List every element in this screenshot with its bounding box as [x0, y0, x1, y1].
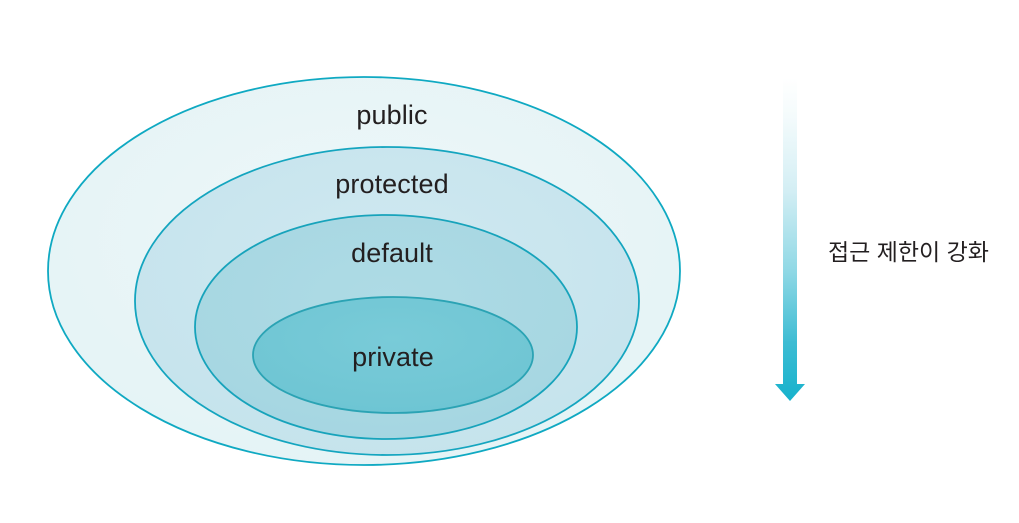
ellipse-label-private: private [352, 342, 434, 372]
ellipse-label-default: default [351, 238, 433, 268]
ellipse-label-public: public [356, 100, 428, 130]
ellipse-private [252, 296, 534, 414]
ellipse-label-protected: protected [335, 169, 449, 199]
downward-arrow-icon [775, 78, 805, 401]
arrow-caption-label: 접근 제한이 강화 [828, 239, 989, 265]
